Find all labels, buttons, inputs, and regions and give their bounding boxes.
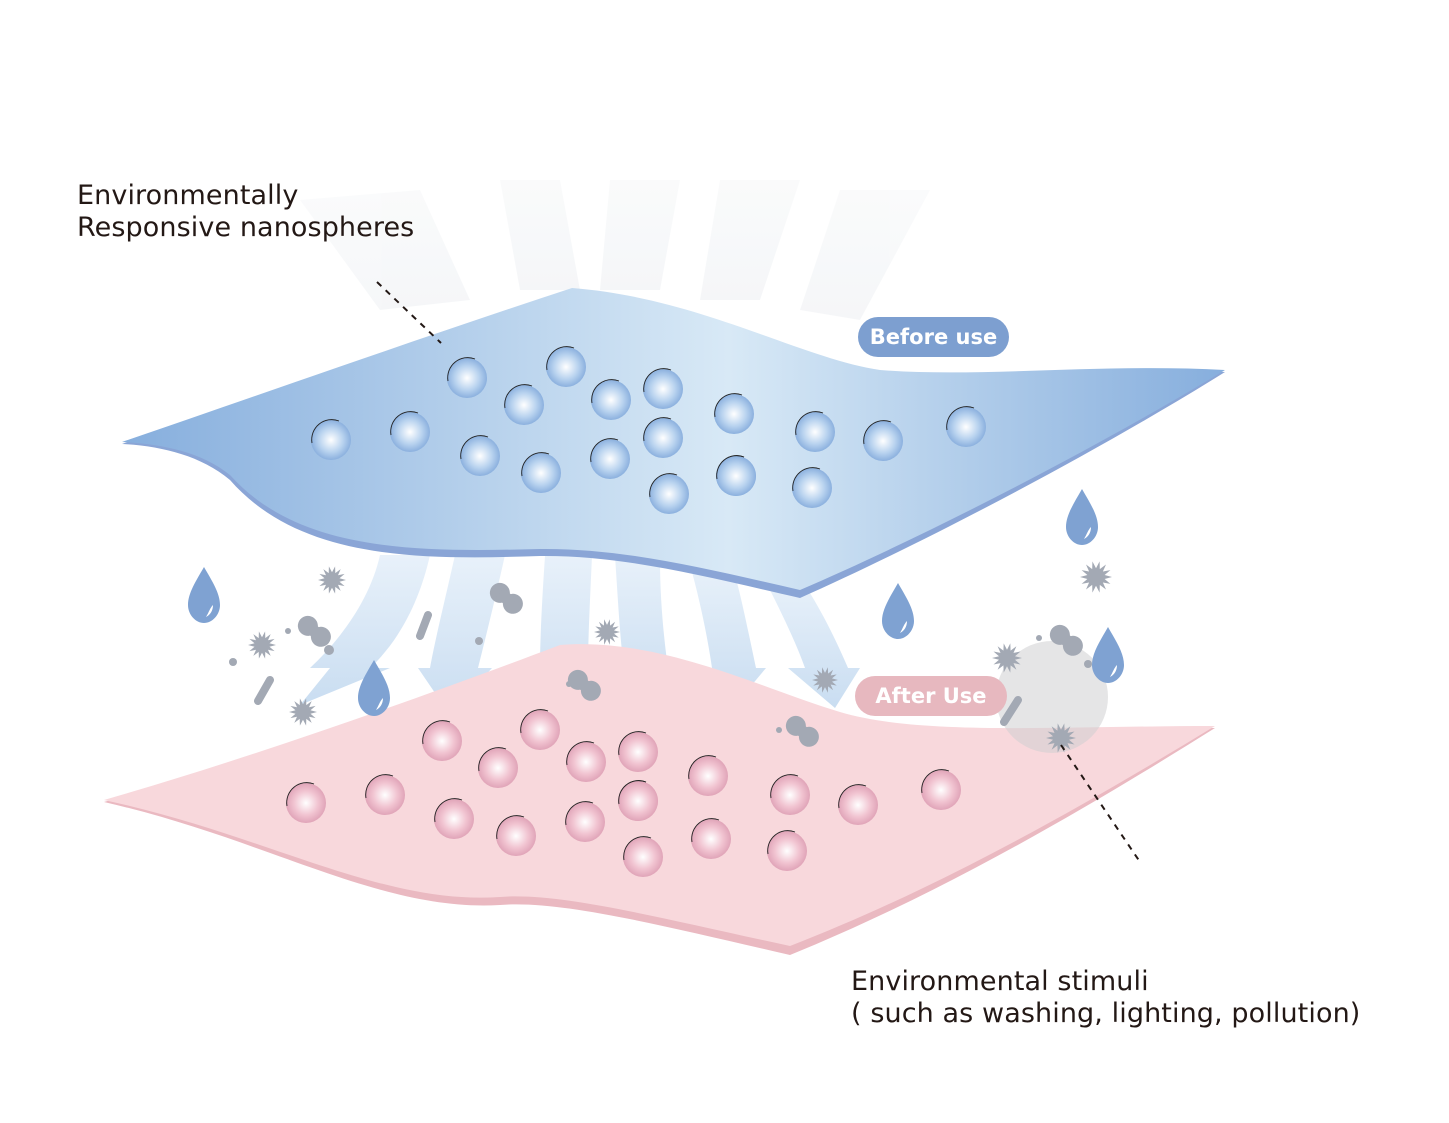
leader-line-nanospheres <box>376 281 442 344</box>
nanosphere <box>618 780 658 821</box>
after-use-nanospheres <box>286 709 961 877</box>
dust-dot-icon <box>566 681 572 687</box>
starburst-icon <box>289 698 317 726</box>
nanosphere <box>649 473 689 514</box>
nanosphere <box>434 798 474 839</box>
before-use-badge: Before use <box>858 317 1009 357</box>
environmental-particles <box>229 561 1112 753</box>
nanosphere <box>520 709 560 750</box>
nanosphere <box>792 467 832 508</box>
nanosphere <box>521 452 561 493</box>
pollution-particle-icon <box>785 715 819 747</box>
dust-rod-icon <box>254 676 274 705</box>
nanosphere <box>447 357 487 398</box>
water-droplets <box>188 489 1124 716</box>
nanosphere <box>714 393 754 434</box>
starburst-icon <box>318 566 346 594</box>
water-droplet-icon <box>358 660 390 716</box>
starburst-icon <box>594 619 620 645</box>
starburst-icon <box>1046 723 1076 753</box>
nanosphere <box>767 830 807 871</box>
nanosphere <box>688 755 728 796</box>
nanosphere <box>618 731 658 772</box>
before-use-nanospheres <box>311 346 986 514</box>
nanospheres-label: Environmentally Responsive nanospheres <box>77 180 414 244</box>
nanosphere <box>422 720 462 761</box>
water-droplet-icon <box>1092 627 1124 683</box>
nanosphere <box>770 774 810 815</box>
nanosphere <box>591 379 631 420</box>
starburst-icon <box>1080 561 1112 593</box>
nanosphere <box>565 801 605 842</box>
nanosphere <box>838 784 878 825</box>
nanosphere <box>946 406 986 447</box>
dust-dot-icon <box>324 645 334 655</box>
dust-dot-icon <box>475 637 483 645</box>
nanosphere <box>286 782 326 823</box>
dust-dot-icon <box>1084 660 1092 668</box>
water-droplet-icon <box>188 567 220 623</box>
dust-dot-icon <box>285 628 291 634</box>
stimuli-label-line1: Environmental stimuli <box>851 966 1149 997</box>
pollution-particle-icon <box>567 669 601 701</box>
pollution-particle-icon <box>1049 624 1083 656</box>
nanosphere <box>623 836 663 877</box>
magnifier-circle <box>996 641 1108 753</box>
starburst-icon <box>248 631 276 659</box>
nanosphere <box>691 818 731 859</box>
nanosphere <box>643 417 683 458</box>
nanosphere <box>311 419 351 460</box>
water-droplet-icon <box>1066 489 1098 545</box>
nanospheres-label-line2: Responsive nanospheres <box>77 212 415 243</box>
background-light-beams <box>300 180 930 320</box>
nanosphere <box>365 774 405 815</box>
after-use-badge: After Use <box>855 676 1007 716</box>
dust-dot-icon <box>776 727 782 733</box>
pollution-particle-icon <box>489 582 523 614</box>
nanosphere <box>716 455 756 496</box>
nanosphere <box>795 411 835 452</box>
nanospheres-label-line1: Environmentally <box>77 180 299 211</box>
dust-dot-icon <box>1036 635 1042 641</box>
nanosphere <box>921 769 961 810</box>
nanosphere <box>460 435 500 476</box>
flow-arrow <box>300 555 430 705</box>
stimuli-label-line2: ( such as washing, lighting, pollution) <box>851 998 1361 1029</box>
nanosphere <box>504 384 544 425</box>
dust-rod-icon <box>416 611 432 640</box>
after-use-fabric-sheet <box>104 644 1215 955</box>
nanosphere <box>390 411 430 452</box>
nanosphere <box>546 346 586 387</box>
dust-rod-icon <box>1000 696 1022 726</box>
water-droplet-icon <box>882 583 914 639</box>
dust-dot-icon <box>229 658 237 666</box>
pollution-particle-icon <box>297 615 331 647</box>
stimuli-label: Environmental stimuli ( such as washing,… <box>851 966 1360 1030</box>
starburst-icon <box>812 667 838 693</box>
nanosphere <box>863 420 903 461</box>
nanosphere <box>566 741 606 782</box>
nanosphere <box>590 438 630 479</box>
nanosphere <box>478 747 518 788</box>
nanosphere <box>643 368 683 409</box>
flow-arrow <box>765 580 860 708</box>
starburst-icon <box>992 643 1022 673</box>
nanosphere <box>496 815 536 856</box>
